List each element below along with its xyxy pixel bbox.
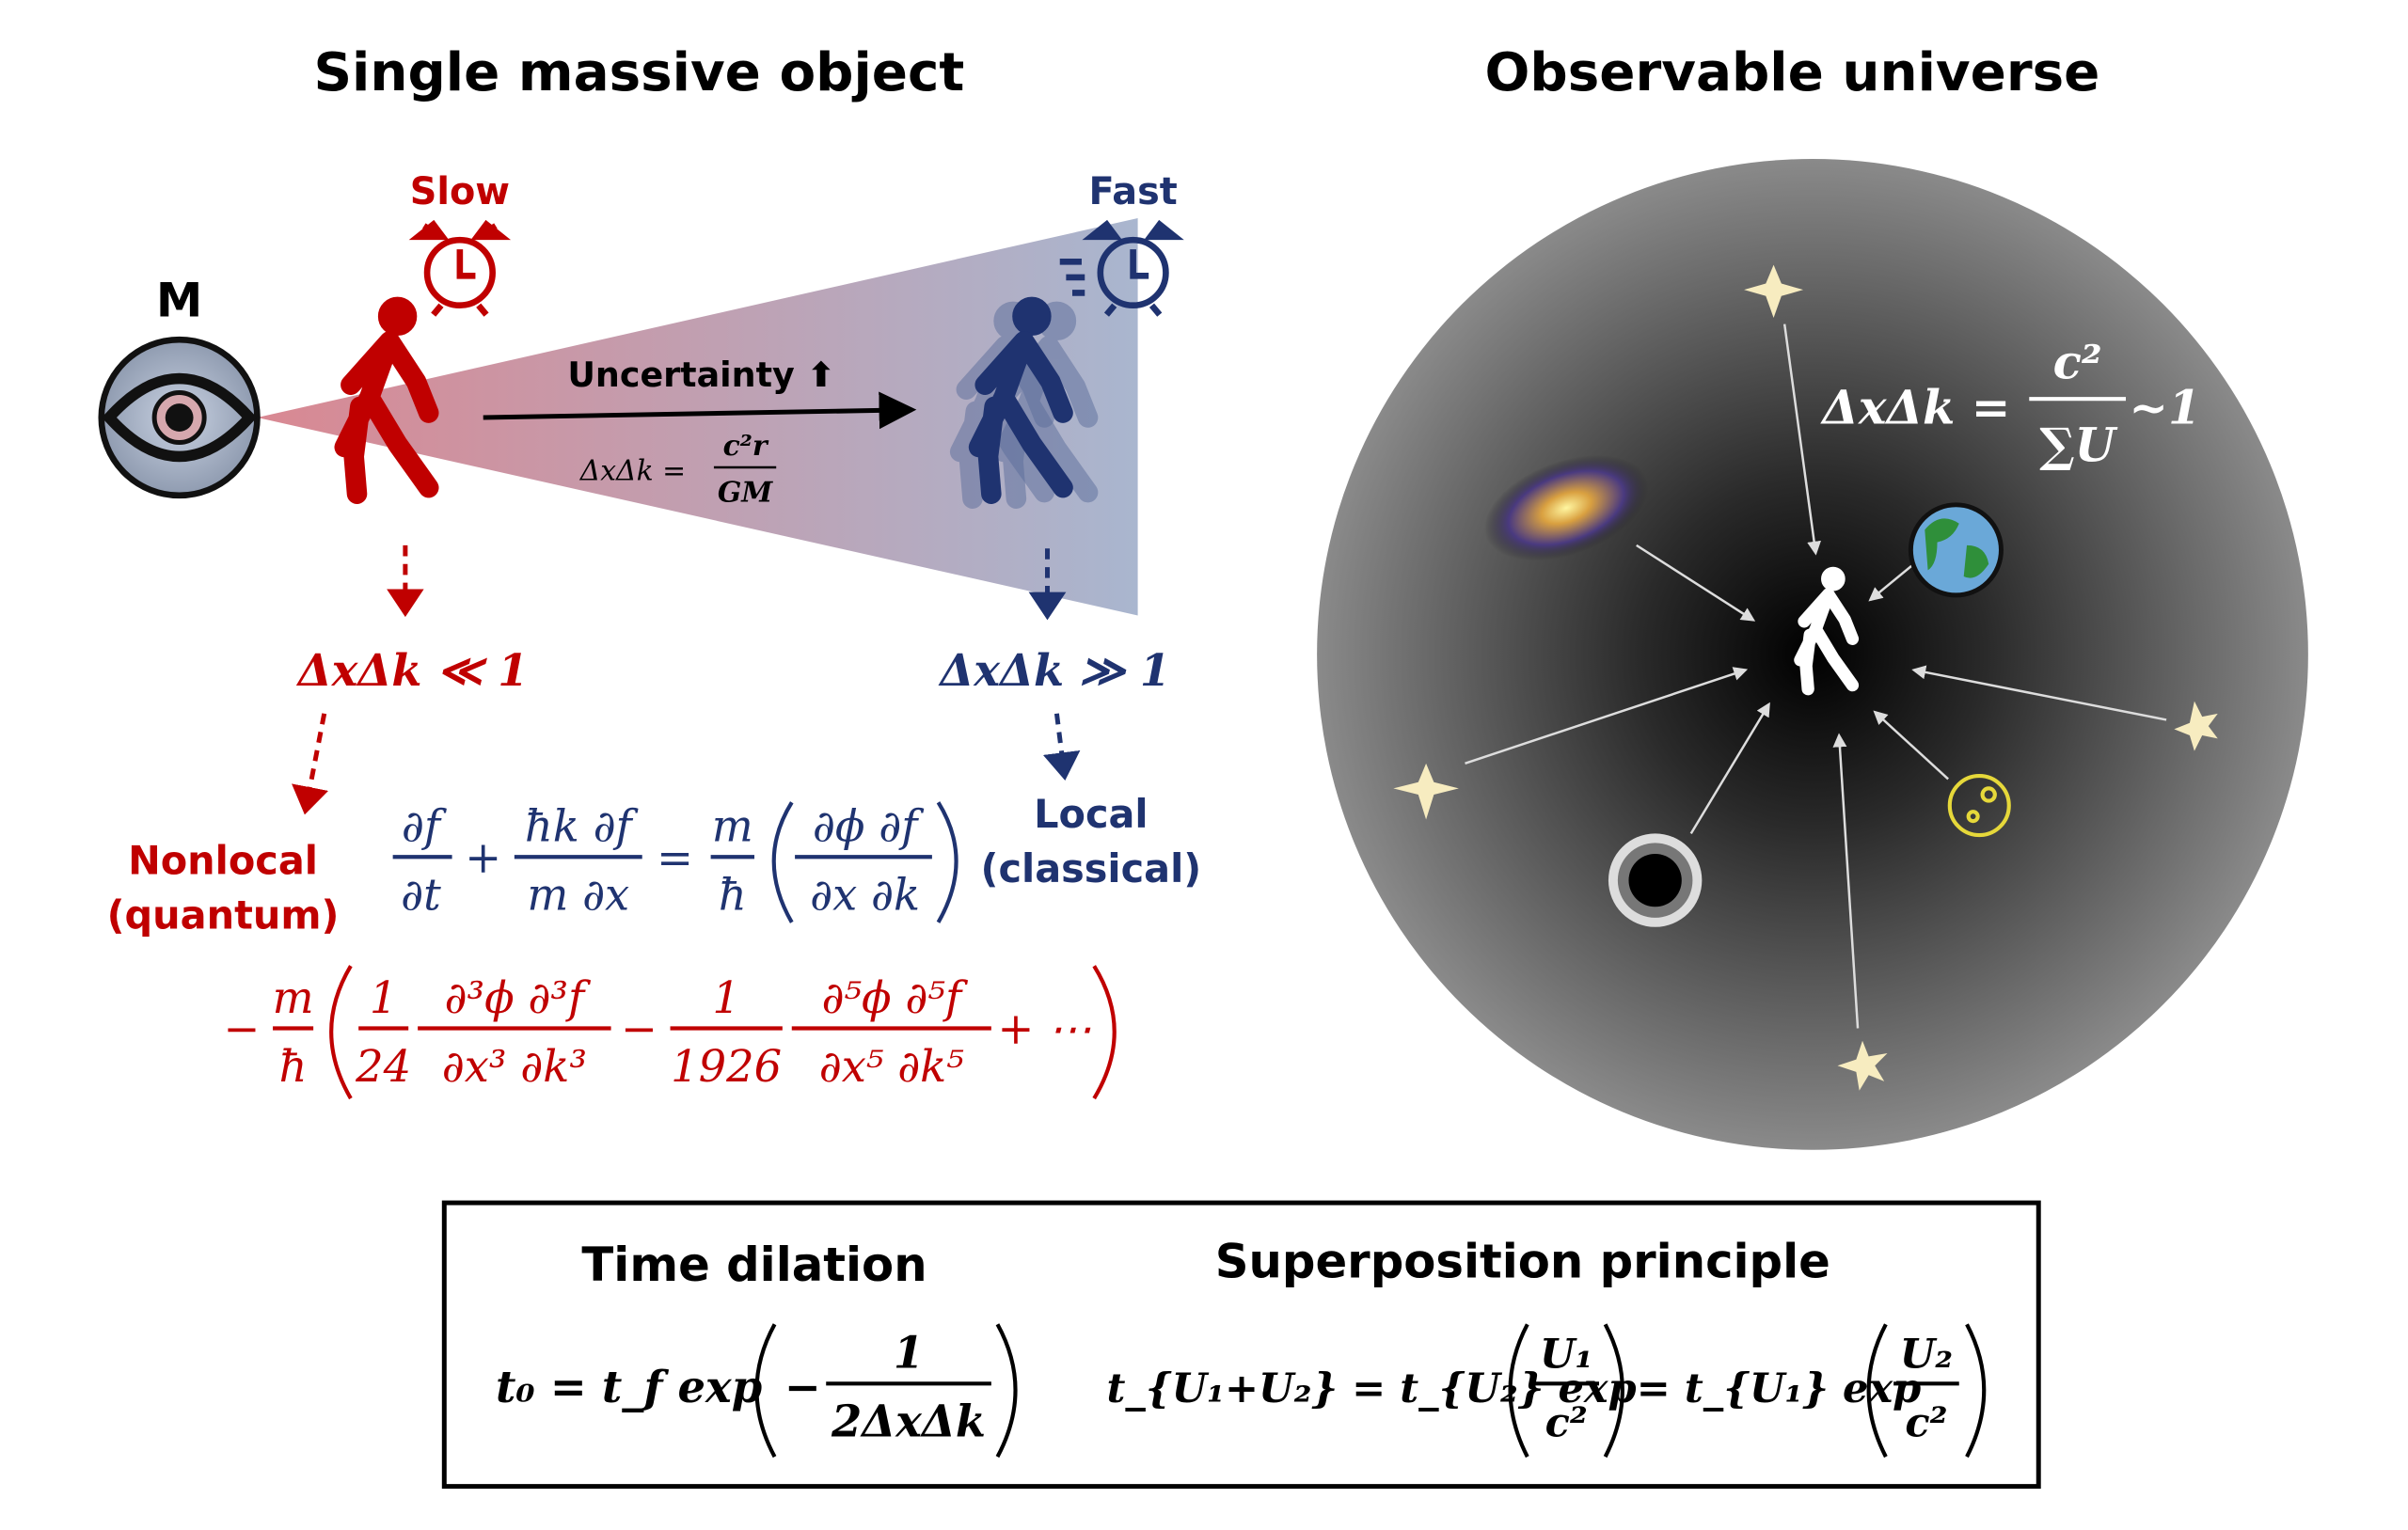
svg-text:=: = <box>657 832 693 883</box>
svg-text:1926: 1926 <box>671 1041 782 1092</box>
moon-icon <box>1947 774 2011 838</box>
slow-label: Slow <box>410 170 510 213</box>
svg-text:−: − <box>223 1003 260 1054</box>
svg-text:∂⁵ϕ ∂⁵f: ∂⁵ϕ ∂⁵f <box>821 972 968 1023</box>
vlasov-equation-classical: ∂f ∂t + ħk ∂f m ∂x = m ħ ∂ϕ ∂f ∂x ∂k <box>392 801 958 923</box>
svg-text:∂f: ∂f <box>402 801 448 852</box>
classical-label: (classical) <box>981 846 1202 891</box>
svg-text:c²: c² <box>1905 1400 1947 1447</box>
superposition-title: Superposition principle <box>1215 1235 1830 1289</box>
title-observable-universe: Observable universe <box>1485 42 2100 103</box>
time-dilation-equation: t₀ = t_f exp − 1 2ΔxΔk <box>496 1323 1018 1459</box>
fast-label: Fast <box>1088 170 1177 213</box>
svg-text:U₂: U₂ <box>1900 1332 1953 1379</box>
eye-icon <box>98 336 261 499</box>
svg-text:ΔxΔk =: ΔxΔk = <box>1819 380 2010 435</box>
svg-text:+ ⋯: + ⋯ <box>997 1003 1091 1054</box>
svg-text:ħ: ħ <box>719 870 747 921</box>
svg-text:m: m <box>712 801 753 852</box>
svg-text:24: 24 <box>355 1041 411 1092</box>
svg-text:−: − <box>784 1361 821 1412</box>
svg-text:−: − <box>621 1003 657 1054</box>
svg-text:1: 1 <box>712 972 740 1023</box>
svg-text:~1: ~1 <box>2129 380 2200 435</box>
uncertainty-cone <box>257 217 1138 616</box>
local-label: Local <box>1034 792 1149 837</box>
svg-text:∂x⁵ ∂k⁵: ∂x⁵ ∂k⁵ <box>819 1041 964 1092</box>
slow-condition: ΔxΔk ≪ 1 <box>296 644 529 696</box>
svg-text:= t_{U₁} exp: = t_{U₁} exp <box>1637 1365 1921 1412</box>
local-arrow <box>1042 713 1081 781</box>
svg-text:m ∂x: m ∂x <box>527 870 629 921</box>
svg-text:m: m <box>273 972 314 1023</box>
principles-box <box>441 1200 2041 1490</box>
black-hole-icon <box>1608 833 1703 927</box>
gravity-arrows <box>1465 323 2167 1029</box>
svg-text:c²: c² <box>1545 1400 1588 1447</box>
svg-text:t_{U₁+U₂} = t_{U₂} exp: t_{U₁+U₂} = t_{U₂} exp <box>1106 1365 1636 1412</box>
quantum-correction-terms: − m ħ 1 24 ∂³ϕ ∂³f ∂x³ ∂k³ − 1 1926 ∂⁵ϕ … <box>223 965 1117 1100</box>
svg-text:∂x ∂k: ∂x ∂k <box>810 870 920 921</box>
mass-label: M <box>156 273 202 327</box>
star-icons <box>1393 264 2218 1091</box>
uncertainty-arrow <box>483 391 917 430</box>
svg-text:1: 1 <box>894 1327 924 1379</box>
svg-text:1: 1 <box>370 972 398 1023</box>
title-single-massive-object: Single massive object <box>313 42 964 103</box>
nonlocal-arrow <box>292 713 329 815</box>
svg-text:+: + <box>465 832 501 883</box>
svg-text:∂x³ ∂k³: ∂x³ ∂k³ <box>442 1041 587 1092</box>
svg-text:t₀ = t_f exp: t₀ = t_f exp <box>496 1361 762 1412</box>
uncertainty-equation: ΔxΔk = c²r GM <box>579 430 777 509</box>
nonlocal-label: Nonlocal <box>128 838 318 883</box>
svg-text:c²: c² <box>2053 335 2102 390</box>
alarm-clock-slow-icon <box>408 219 512 317</box>
earth-icon <box>1908 502 2004 598</box>
svg-text:GM: GM <box>718 476 773 509</box>
svg-text:∂t: ∂t <box>401 870 441 921</box>
universe-equation: ΔxΔk = c² ∑U ~1 <box>1819 335 2200 473</box>
svg-text:c²r: c²r <box>723 430 769 463</box>
uncertainty-label: Uncertainty ⬆ <box>567 355 835 395</box>
svg-text:∂³ϕ ∂³f: ∂³ϕ ∂³f <box>445 972 592 1023</box>
time-dilation-title: Time dilation <box>581 1238 927 1292</box>
alarm-clock-fast-icon <box>1059 219 1184 317</box>
svg-text:2ΔxΔk: 2ΔxΔk <box>831 1396 986 1447</box>
svg-text:ΔxΔk =: ΔxΔk = <box>579 454 686 487</box>
svg-text:ħ: ħ <box>279 1041 308 1092</box>
galaxy-icon <box>1483 454 1649 561</box>
superposition-equation: t_{U₁+U₂} = t_{U₂} exp U₁ c² = t_{U₁} ex… <box>1106 1323 1987 1459</box>
svg-text:U₁: U₁ <box>1540 1332 1592 1379</box>
quantum-label: (quantum) <box>107 892 340 938</box>
fast-condition: ΔxΔk ≫ 1 <box>938 644 1170 696</box>
svg-text:∑U: ∑U <box>2039 417 2117 472</box>
svg-text:∂ϕ ∂f: ∂ϕ ∂f <box>813 801 925 852</box>
svg-text:ħk ∂f: ħk ∂f <box>525 801 640 852</box>
